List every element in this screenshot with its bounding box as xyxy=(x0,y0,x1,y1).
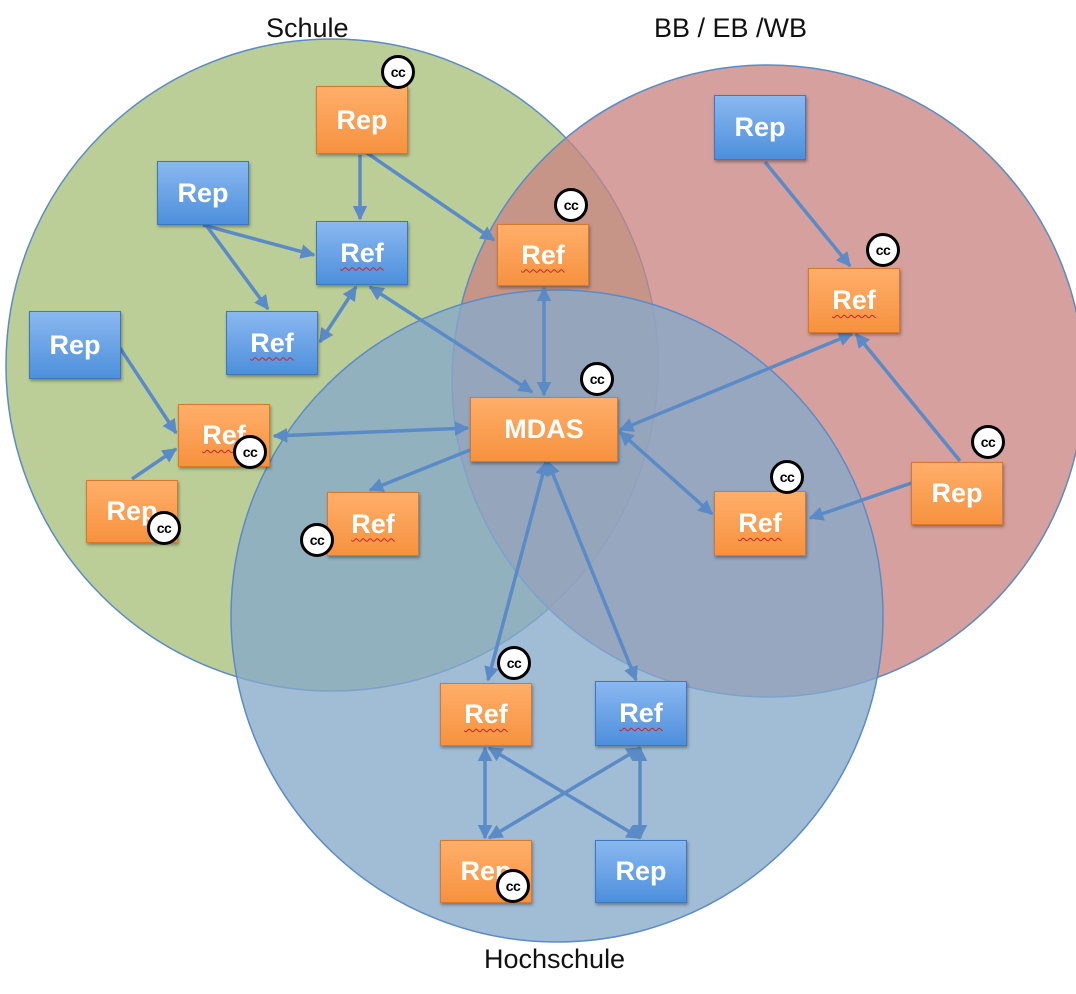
creative-commons-icon: cc xyxy=(971,425,1005,459)
node-label: Ref xyxy=(832,285,876,315)
connector-ref1-mdas xyxy=(368,285,534,394)
node-label: Rep xyxy=(336,104,388,135)
connector-rep5-ref5 xyxy=(763,160,852,268)
node-label: Rep xyxy=(734,112,786,142)
creative-commons-icon: cc xyxy=(381,55,415,89)
node-label: Rep xyxy=(177,177,229,208)
creative-commons-icon: cc xyxy=(233,435,267,469)
creative-commons-icon: cc xyxy=(866,233,900,267)
connector-mdas-ref9 xyxy=(546,460,638,682)
node-label: Ref xyxy=(351,508,395,539)
creative-commons-icon: cc xyxy=(554,188,588,222)
connector-rep6-ref5 xyxy=(854,332,962,463)
connector-rep3-ref4 xyxy=(118,347,178,435)
connector-ref4-mdas xyxy=(272,421,470,443)
node-ref3: Ref xyxy=(226,311,318,375)
creative-commons-icon: cc xyxy=(497,646,531,680)
connector-mdas-ref7 xyxy=(618,430,714,516)
node-ref5: Ref xyxy=(808,268,900,333)
node-ref1: Ref xyxy=(316,221,408,285)
circle-label-hochschule: Hochschule xyxy=(484,944,626,974)
node-label: Ref xyxy=(464,699,508,729)
node-ref8: Ref xyxy=(440,683,532,746)
creative-commons-icon: cc xyxy=(300,523,334,557)
node-rep3: Rep xyxy=(29,311,121,379)
connector-ref9-rep7 xyxy=(487,746,642,840)
connector-rep2-ref1 xyxy=(202,223,316,259)
connector-ref5-mdas xyxy=(618,332,854,432)
node-label: Ref xyxy=(340,237,384,268)
node-ref2: Ref xyxy=(497,224,589,286)
connector-mdas-ref8 xyxy=(484,460,550,682)
node-rep2: Rep xyxy=(157,161,249,225)
connector-rep2-ref3 xyxy=(204,223,270,311)
node-rep1: Rep xyxy=(316,86,408,154)
node-rep5: Rep xyxy=(714,95,806,160)
circle-label-bb-eb-wb: BB / EB /WB xyxy=(654,13,808,43)
creative-commons-icon: cc xyxy=(147,511,181,545)
connector-mdas-ref6 xyxy=(368,448,471,492)
node-label: Rep xyxy=(931,478,983,508)
connector-rep1-ref2 xyxy=(366,151,496,242)
node-label: Ref xyxy=(250,327,294,358)
connector-rep4-ref4 xyxy=(131,447,178,481)
node-label: Ref xyxy=(738,508,782,538)
creative-commons-icon: cc xyxy=(496,869,530,903)
creative-commons-icon: cc xyxy=(770,460,804,494)
node-label: Rep xyxy=(615,856,667,886)
node-label: MDAS xyxy=(504,414,584,444)
connector-ref1-ref3 xyxy=(318,285,358,344)
circle-hochschule xyxy=(230,289,884,943)
node-ref6: Ref xyxy=(327,492,419,556)
node-ref9: Ref xyxy=(595,681,687,746)
node-rep8: Rep xyxy=(595,840,687,903)
node-ref7: Ref xyxy=(714,491,806,556)
creative-commons-icon: cc xyxy=(580,362,614,396)
node-mdas: MDAS xyxy=(470,397,618,462)
node-rep6: Rep xyxy=(911,462,1003,525)
node-label: Ref xyxy=(619,698,663,728)
node-label: Rep xyxy=(49,329,101,360)
circle-label-schule: Schule xyxy=(266,13,349,43)
node-label: Ref xyxy=(521,239,565,270)
